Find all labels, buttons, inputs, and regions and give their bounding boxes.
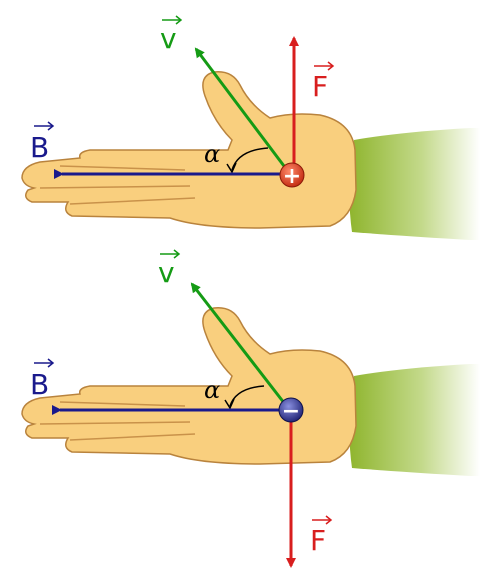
svg-text:F: F <box>310 524 326 557</box>
negative-charge <box>278 397 304 423</box>
charge-symbol: + <box>283 164 301 189</box>
label-B: B <box>30 121 55 164</box>
vector-v-arrow <box>190 282 290 409</box>
label-alpha: α <box>204 140 220 168</box>
label-B: B <box>30 358 55 401</box>
sleeve <box>349 128 480 240</box>
sleeve <box>349 364 480 476</box>
hand <box>21 71 357 229</box>
label-v: v <box>160 15 183 55</box>
hand <box>21 307 357 465</box>
angle-arc <box>229 385 265 407</box>
label-v: v <box>158 249 181 289</box>
panel-bottom: − B v F α <box>21 249 480 568</box>
label-F: F <box>312 61 335 103</box>
svg-text:v: v <box>158 256 175 289</box>
charge-symbol: − <box>282 399 300 424</box>
vector-v-arrow <box>194 47 292 175</box>
svg-text:v: v <box>160 22 177 55</box>
label-F: F <box>310 515 333 557</box>
svg-text:B: B <box>30 131 49 164</box>
svg-text:F: F <box>312 70 328 103</box>
svg-text:B: B <box>30 368 49 401</box>
label-alpha: α <box>204 376 220 404</box>
angle-arc <box>231 147 269 171</box>
positive-charge <box>279 162 305 188</box>
panel-top: + B v F α <box>21 15 480 240</box>
